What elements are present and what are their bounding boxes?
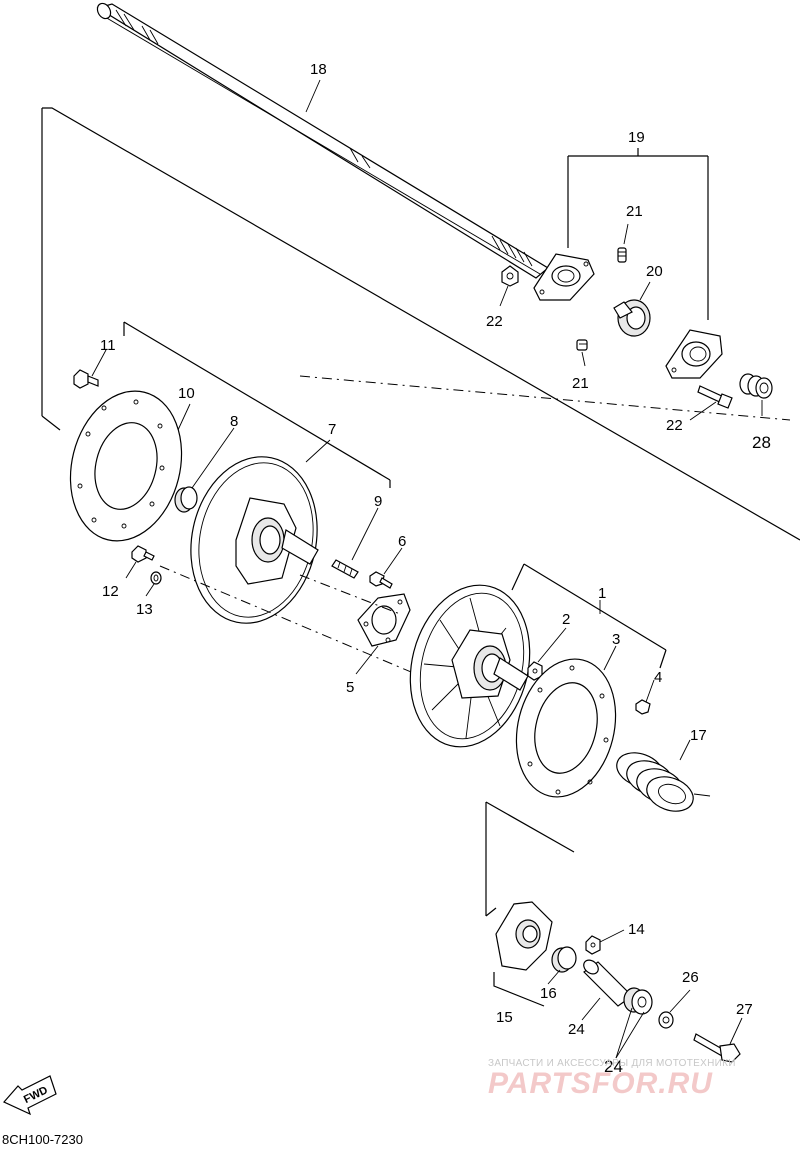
bearing-20[interactable] [613, 299, 651, 337]
assembly-frame [41, 107, 800, 541]
set-screw-21-upper[interactable] [617, 247, 627, 263]
watermark-tagline: ЗАПЧАСТИ И АКСЕССУАРЫ ДЛЯ МОТОТЕХНИКИ [488, 1058, 736, 1069]
part-label-28: 28 [752, 433, 771, 452]
part-label-18: 18 [310, 61, 327, 78]
part-label-26: 26 [682, 969, 699, 986]
weight-arm-15[interactable] [495, 901, 553, 971]
part-label-20: 20 [646, 263, 663, 280]
bearing-housing-left[interactable] [533, 253, 595, 301]
stud-9[interactable] [331, 559, 359, 579]
bolt-4[interactable] [635, 699, 651, 715]
nut-23[interactable] [501, 265, 519, 287]
part-label-22: 22 [666, 417, 683, 434]
bushing-16[interactable] [551, 946, 577, 973]
part-label-8: 8 [230, 413, 238, 430]
diagram-code: 8CH100-7230 [2, 1132, 83, 1147]
center-lines [159, 565, 431, 681]
fixed-sheave-7[interactable] [176, 445, 332, 635]
bracket-15 [485, 801, 575, 1007]
spring-28[interactable] [739, 373, 773, 399]
washer-26[interactable] [658, 1011, 674, 1029]
part-label-3: 3 [612, 631, 620, 648]
watermark-logo: PARTSFOR.RU [488, 1067, 713, 1100]
movable-sheave-1[interactable] [394, 572, 546, 759]
part-label-5: 5 [346, 679, 354, 696]
part-label-25: 24 [568, 1021, 585, 1038]
part-label-7: 7 [328, 421, 336, 438]
part-label-12: 12 [102, 583, 119, 600]
part-label-24: 24 [604, 1057, 623, 1076]
part-label-21-lower: 21 [572, 375, 589, 392]
part-label-11: 11 [100, 337, 116, 354]
part-label-14: 14 [628, 921, 645, 938]
facing-disc-3[interactable] [502, 648, 629, 807]
spring-17[interactable] [612, 747, 711, 817]
part-label-19: 19 [628, 129, 645, 146]
bolt-27[interactable] [693, 1033, 741, 1063]
set-screw-21-lower[interactable] [576, 339, 588, 351]
bolt-11[interactable] [73, 369, 99, 389]
bracket-1 [511, 563, 667, 669]
bearing-housing-right[interactable] [665, 329, 723, 379]
bolt-12[interactable] [131, 545, 155, 563]
bolt-22[interactable] [697, 385, 733, 409]
bushing-8[interactable] [174, 486, 198, 513]
part-label-10: 10 [178, 385, 195, 402]
part-label-4: 4 [654, 669, 662, 686]
shaft-18[interactable] [95, 1, 550, 279]
bolt-6[interactable] [369, 571, 393, 589]
part-label-17: 17 [690, 727, 707, 744]
washer-13[interactable] [150, 571, 162, 585]
part-label-13: 13 [136, 601, 153, 618]
facing-disc-10[interactable] [55, 379, 197, 553]
part-label-15: 15 [496, 1009, 513, 1026]
part-label-1: 1 [598, 585, 606, 602]
part-label-27: 27 [736, 1001, 753, 1018]
fwd-arrow-icon: FWD [3, 1075, 57, 1116]
roller-24[interactable] [623, 987, 653, 1015]
part-label-23: 22 [486, 313, 503, 330]
nut-14[interactable] [585, 935, 601, 955]
bracket-10 [123, 321, 391, 488]
leader-lines [91, 79, 763, 1059]
part-label-9: 9 [374, 493, 382, 510]
bracket-19 [567, 148, 709, 320]
part-labels: 18 19 21 20 22 21 22 28 11 10 8 7 9 6 12… [100, 61, 771, 1076]
part-label-16: 16 [540, 985, 557, 1002]
plate-5[interactable] [357, 593, 411, 647]
part-label-21-upper: 21 [626, 203, 643, 220]
watermark: ЗАПЧАСТИ И АКСЕССУАРЫ ДЛЯ МОТОТЕХНИКИ PA… [488, 1058, 788, 1099]
part-label-6: 6 [398, 533, 406, 550]
part-label-2: 2 [562, 611, 570, 628]
